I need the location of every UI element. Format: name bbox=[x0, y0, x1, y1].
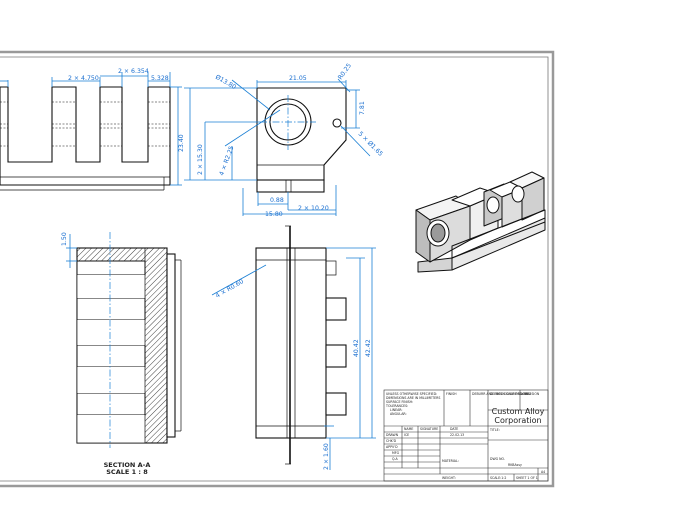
dim-2x6-354: 2 × 6.354 bbox=[118, 68, 149, 75]
dwg-no-value: RKBAssy bbox=[508, 463, 522, 467]
material-label: MATERIAL: bbox=[442, 459, 459, 463]
scale-label: SCALE:1:2 bbox=[490, 476, 506, 480]
notes-line-6: ANGULAR: bbox=[390, 412, 407, 416]
col-signature: SIGNATURE bbox=[420, 427, 438, 431]
notes-line-1: UNLESS OTHERWISE SPECIFIED: bbox=[386, 392, 437, 396]
section-scale: SCALE 1 : 8 bbox=[106, 468, 148, 476]
drawn-date: 22.02.13 bbox=[450, 433, 464, 437]
dim-2x4-750: 2 × 4.750 bbox=[68, 75, 99, 82]
title-label: TITLE: bbox=[489, 428, 500, 432]
dim-5-328: 5.328 bbox=[151, 75, 169, 82]
section-title: SECTION A-A bbox=[104, 461, 151, 469]
notes-line-2: DIMENSIONS ARE IN MILLIMETERS bbox=[386, 396, 440, 400]
dim-0-88: 0.88 bbox=[270, 197, 284, 204]
top-center-view: Ø13.80 21.05 R0.25 7.81 5 × Ø1.65 2 × 15… bbox=[184, 62, 385, 218]
dim-2x1-60: 2 × 1.60 bbox=[323, 443, 330, 470]
dim-1-50: 1.50 bbox=[61, 232, 68, 246]
company-line-1: Custom Alloy bbox=[492, 407, 545, 416]
deburr-label: DEBURR AND BREAK SHARP EDGES bbox=[472, 392, 529, 396]
dim-21-05: 21.05 bbox=[289, 75, 307, 82]
dim-2x10-20: 2 × 10.20 bbox=[298, 205, 329, 212]
notes-line-3: SURFACE FINISH: bbox=[386, 400, 413, 404]
dim-42-42: 42.42 bbox=[365, 339, 372, 357]
dim-2x15-30: 2 × 15.30 bbox=[197, 144, 204, 175]
dim-r0-25: R0.25 bbox=[337, 62, 353, 81]
dim-4x-r2-25: 4 × R2.25 bbox=[218, 145, 235, 177]
isometric-view bbox=[415, 171, 546, 273]
drawn-name: ICE bbox=[404, 433, 409, 437]
weight-label: WEIGHT: bbox=[442, 476, 456, 480]
dim-7-81: 7.81 bbox=[359, 101, 366, 115]
dim-23-40: 23.40 bbox=[178, 134, 185, 152]
dim-4x-r0-60: 4 × R0.60 bbox=[215, 278, 246, 300]
row-mfg: MFG bbox=[392, 451, 400, 455]
sheet-label: SHEET 1 OF 1 bbox=[516, 476, 538, 480]
title-block: UNLESS OTHERWISE SPECIFIED: DIMENSIONS A… bbox=[383, 389, 549, 482]
finish-label: FINISH bbox=[446, 392, 457, 396]
dim-5x-d1-65: 5 × Ø1.65 bbox=[357, 130, 385, 158]
dim-15-80: 15.80 bbox=[265, 211, 283, 218]
section-a-a-view: 1.50 SECTION A-A SCALE 1 : 8 bbox=[61, 232, 182, 476]
row-qa: Q.A bbox=[392, 457, 399, 461]
row-appvd: APPV'D bbox=[386, 445, 398, 449]
notes-line-4: TOLERANCES: bbox=[385, 404, 408, 408]
col-date: DATE bbox=[450, 427, 458, 431]
dim-40-42: 40.42 bbox=[353, 339, 360, 357]
row-drawn: DRAWN bbox=[386, 433, 399, 437]
row-chkd: CHK'D bbox=[386, 439, 397, 443]
notes-line-5: LINEAR: bbox=[390, 408, 403, 412]
revision-label: REVISION bbox=[524, 392, 540, 396]
col-name: NAME bbox=[404, 427, 413, 431]
top-left-view: 2 × 4.750 2 × 6.354 5.328 23.40 bbox=[0, 68, 185, 191]
dwg-no-label: DWG NO. bbox=[490, 457, 505, 461]
sheet-border bbox=[0, 50, 555, 488]
no-scale-label: DO NOT SCALE DRAWING bbox=[490, 392, 531, 396]
front-view: 4 × R0.60 40.42 42.42 2 × 1.60 bbox=[211, 225, 376, 470]
size-label: A4 bbox=[541, 470, 545, 474]
company-line-2: Corporation bbox=[494, 416, 541, 425]
